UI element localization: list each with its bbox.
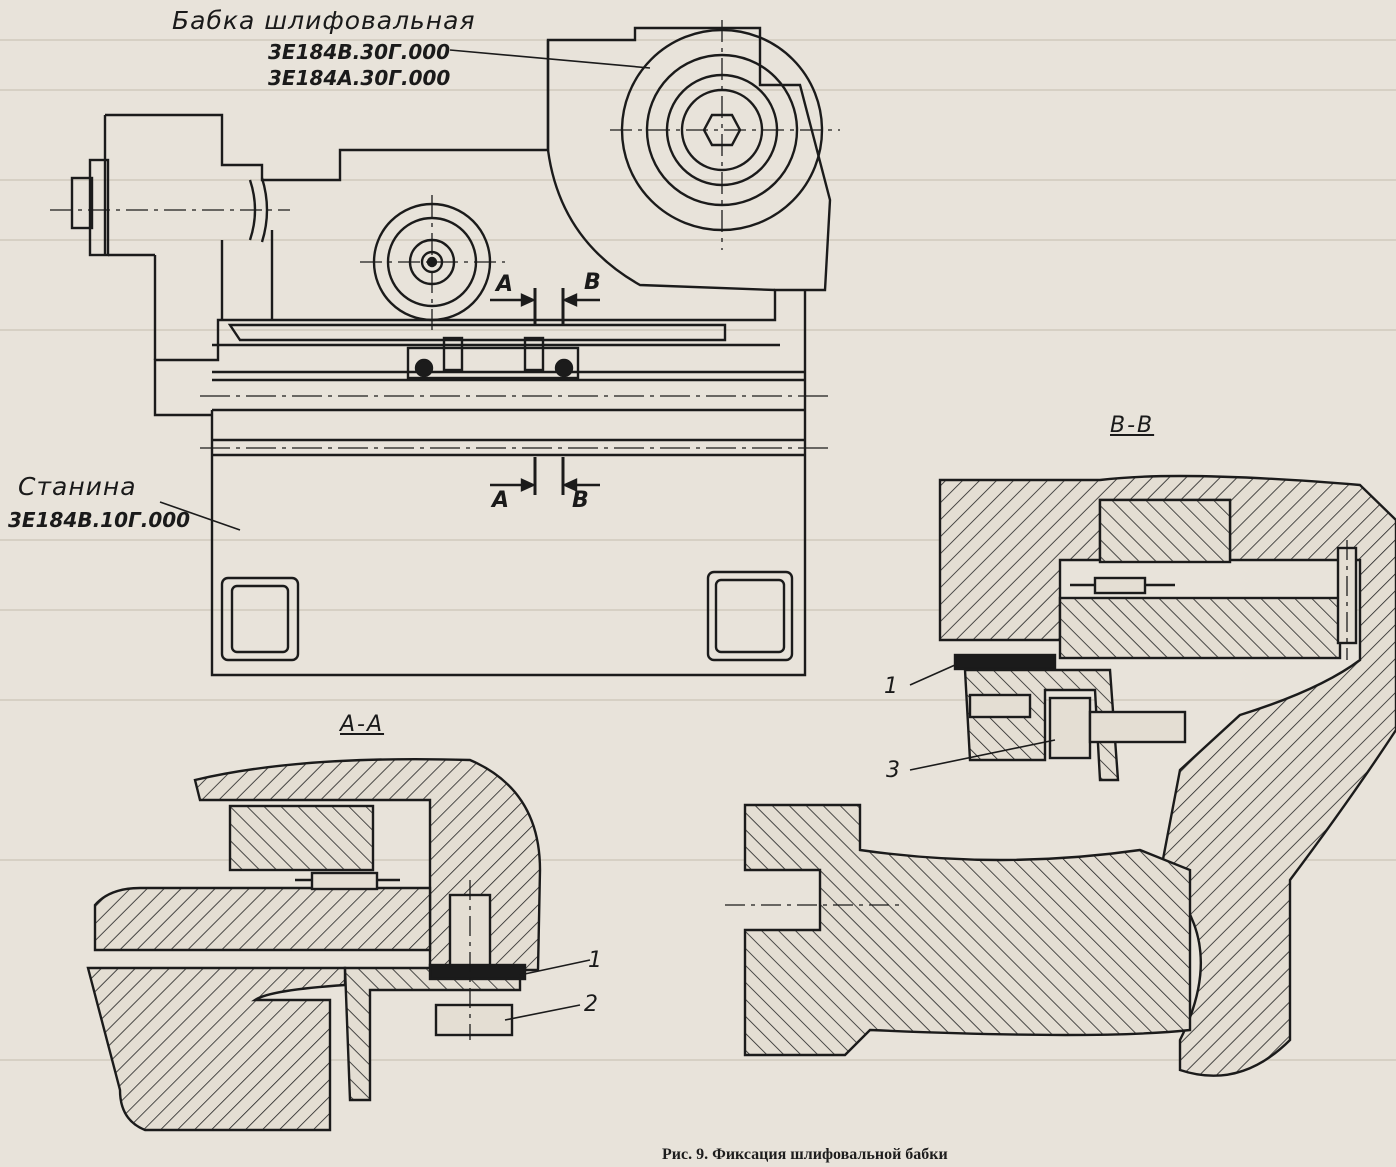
section-aa-view xyxy=(86,757,591,1132)
section-bb-view xyxy=(725,474,1396,1077)
section-title-aa: А-А xyxy=(340,712,385,737)
cut-marker-a-bottom: А xyxy=(492,488,510,513)
bed-code: 3Е184В.10Г.000 xyxy=(8,508,191,532)
cut-marker-a-top: А xyxy=(496,272,514,297)
bed-title: Станина xyxy=(18,472,137,501)
grinding-head-code-2: 3Е184А.30Г.000 xyxy=(268,66,451,90)
callout-bb-1: 1 xyxy=(884,674,898,699)
section-title-bb: В-В xyxy=(1110,413,1155,438)
grinding-head-title: Бабка шлифовальная xyxy=(172,6,476,35)
callout-bb-3: 3 xyxy=(886,758,900,783)
grinding-head-code-1: 3Е184В.30Г.000 xyxy=(268,40,451,64)
cut-marker-b-bottom: В xyxy=(572,488,589,513)
callout-aa-2: 2 xyxy=(584,992,598,1017)
main-assembly-view xyxy=(50,20,840,677)
figure-caption: Рис. 9. Фиксация шлифовальной бабки xyxy=(662,1146,948,1163)
callout-aa-1: 1 xyxy=(588,948,602,973)
cut-marker-b-top: В xyxy=(584,270,601,295)
